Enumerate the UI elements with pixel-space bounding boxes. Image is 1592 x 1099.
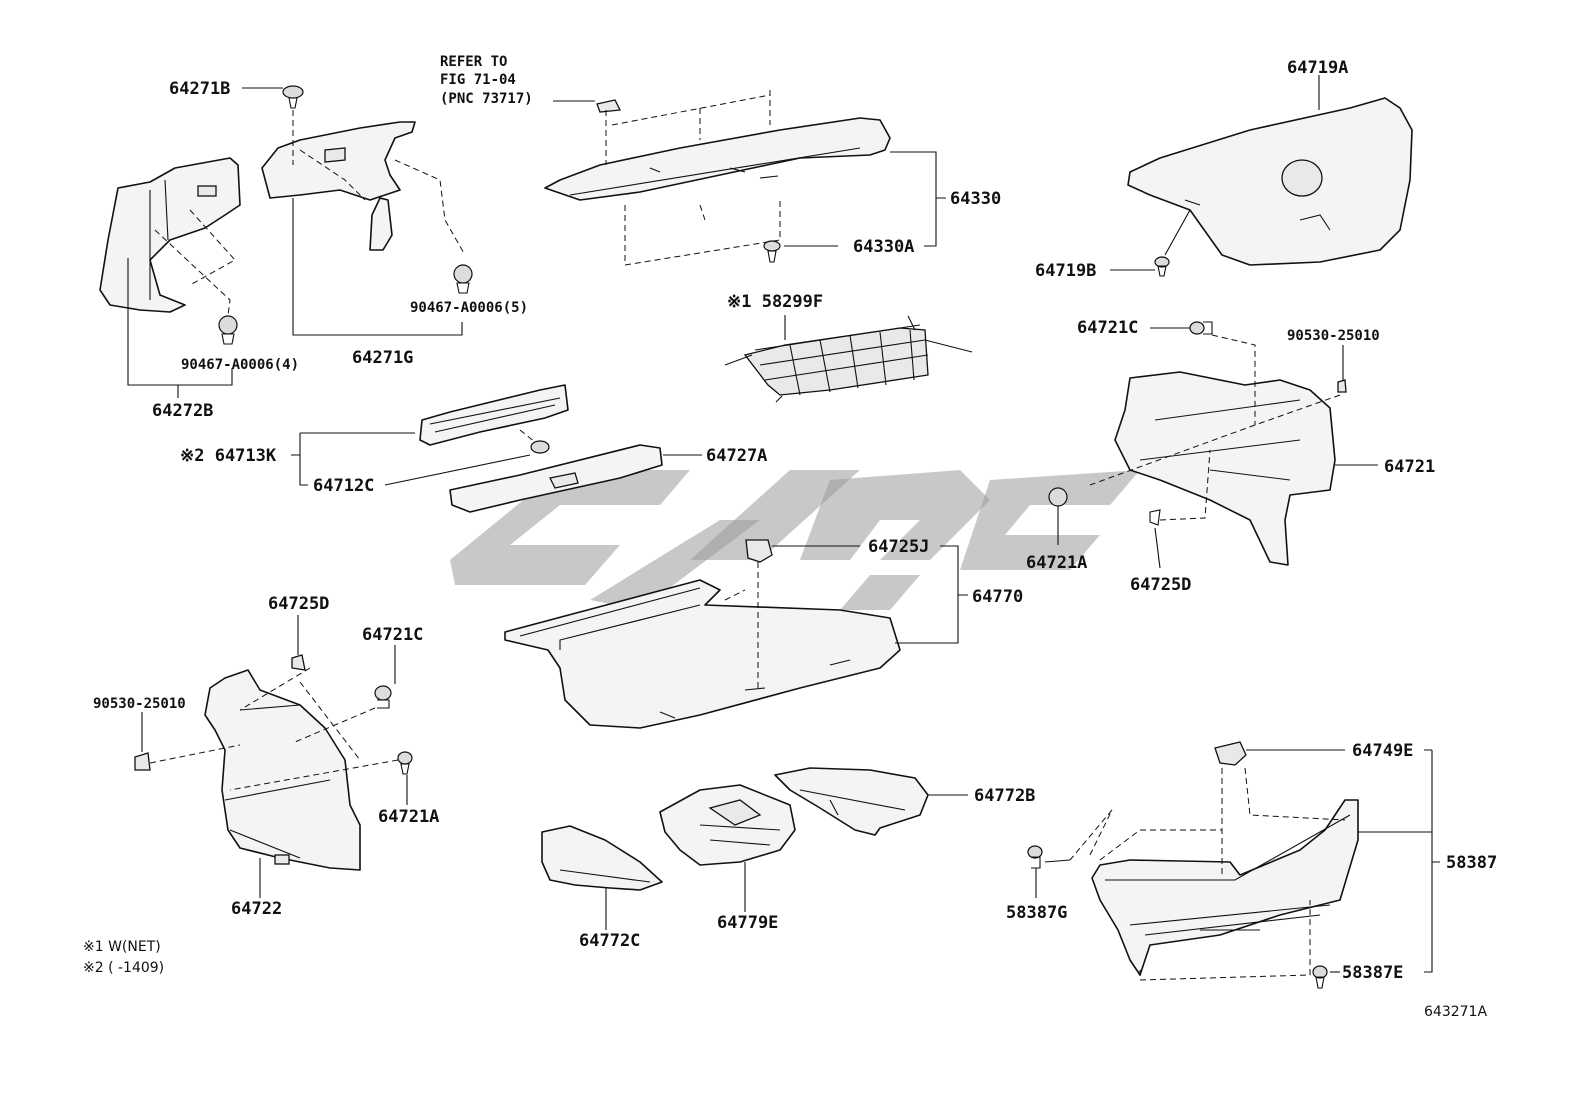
- part-64713K: [419, 384, 569, 446]
- label-64721A-right: 64721A: [1026, 553, 1087, 573]
- fastener-64725D-right: [1149, 509, 1161, 526]
- part-64772C: [541, 825, 663, 891]
- fastener-90467-5: [453, 264, 473, 294]
- fastener-64719B: [1154, 256, 1170, 277]
- label-64727A: 64727A: [706, 446, 767, 466]
- fastener-64330A: [763, 240, 781, 263]
- label-58387E: 58387E: [1342, 963, 1403, 983]
- label-90530-right: 90530-25010: [1287, 328, 1380, 344]
- fastener-64725J: [745, 539, 773, 563]
- label-90467-4: 90467-A0006(4): [181, 357, 299, 373]
- part-64719A: [1127, 97, 1413, 266]
- part-64770: [504, 579, 901, 729]
- fastener-64721C-right: [1189, 321, 1213, 335]
- part-58299F: [724, 315, 973, 403]
- part-64721: [1114, 371, 1336, 566]
- part-64772B: [774, 767, 929, 836]
- label-refer-fig: FIG 71-04: [440, 72, 516, 88]
- part-64271G: [261, 121, 416, 251]
- label-64725D-right: 64725D: [1130, 575, 1191, 595]
- label-64330A: 64330A: [853, 237, 914, 257]
- fastener-58387G: [1027, 845, 1043, 869]
- label-64712C: 64712C: [313, 476, 374, 496]
- label-64271G: 64271G: [352, 348, 413, 368]
- fastener-58387E: [1312, 965, 1328, 989]
- part-64330: [544, 99, 891, 201]
- label-64271B: 64271B: [169, 79, 230, 99]
- fastener-90530-left: [134, 752, 151, 771]
- watermark-logo: [450, 470, 1140, 610]
- part-58387: [1091, 799, 1359, 976]
- fastener-64721A-right: [1048, 487, 1068, 507]
- label-64721C-left: 64721C: [362, 625, 423, 645]
- diagram-id: 643271A: [1424, 1004, 1487, 1020]
- fastener-90467-4: [218, 315, 238, 345]
- label-64719A: 64719A: [1287, 58, 1348, 78]
- label-64722: 64722: [231, 899, 282, 919]
- note-1: ※1 W(NET): [83, 939, 161, 955]
- label-58299F: ※1 58299F: [727, 292, 823, 312]
- fastener-64721A-left: [397, 751, 413, 775]
- label-58387G: 58387G: [1006, 903, 1067, 923]
- label-refer-pnc: (PNC 73717): [440, 91, 533, 107]
- label-64749E: 64749E: [1352, 741, 1413, 761]
- part-64727A: [449, 444, 663, 513]
- label-64772B: 64772B: [974, 786, 1035, 806]
- part-64272B: [99, 157, 241, 313]
- label-64779E: 64779E: [717, 913, 778, 933]
- label-58387: 58387: [1446, 853, 1497, 873]
- label-64721C-right: 64721C: [1077, 318, 1138, 338]
- fastener-64721C-left: [374, 685, 392, 709]
- label-64770: 64770: [972, 587, 1023, 607]
- label-64721A-left: 64721A: [378, 807, 439, 827]
- part-64779E: [659, 784, 796, 866]
- label-64772C: 64772C: [579, 931, 640, 951]
- label-64721: 64721: [1384, 457, 1435, 477]
- fastener-64712C: [530, 440, 550, 454]
- fastener-64749E: [1214, 741, 1247, 766]
- fastener-64271B: [282, 85, 304, 109]
- label-refer-to: REFER TO: [440, 54, 507, 70]
- part-64722: [204, 669, 361, 871]
- label-64713K: ※2 64713K: [180, 446, 277, 466]
- note-2: ※2 ( -1409): [83, 960, 164, 976]
- label-64330: 64330: [950, 189, 1001, 209]
- label-64725J: 64725J: [868, 537, 929, 557]
- label-64725D-left: 64725D: [268, 594, 329, 614]
- label-64272B: 64272B: [152, 401, 213, 421]
- fastener-64725D-left: [291, 654, 306, 671]
- label-90530-left: 90530-25010: [93, 696, 186, 712]
- label-90467-5: 90467-A0006(5): [410, 300, 528, 316]
- label-64719B: 64719B: [1035, 261, 1096, 281]
